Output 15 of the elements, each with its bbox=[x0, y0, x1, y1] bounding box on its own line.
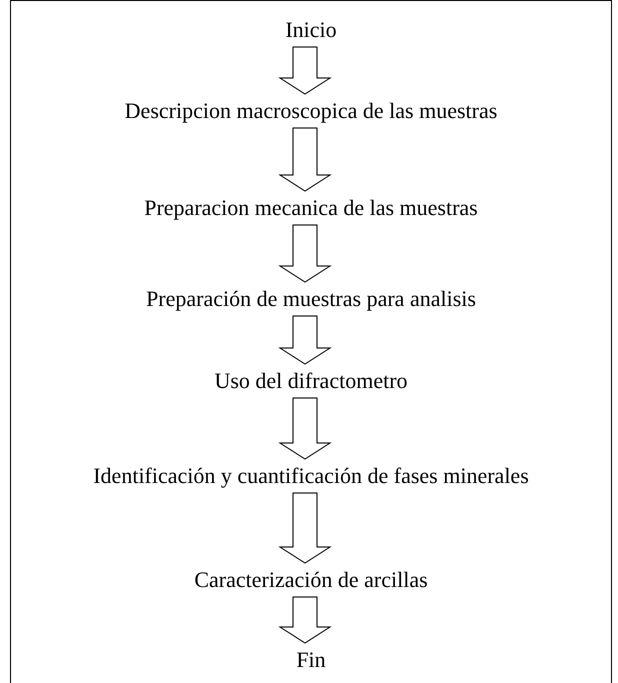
block-arrow bbox=[278, 224, 332, 283]
step-text: Preparacion mecanica de las muestras bbox=[144, 194, 478, 222]
step-text: Uso del difractometro bbox=[214, 367, 408, 395]
step-text: Fin bbox=[296, 646, 326, 674]
step-text: Inicio bbox=[285, 16, 337, 44]
block-arrow bbox=[278, 492, 332, 564]
step-text: Caracterización de arcillas bbox=[194, 566, 428, 594]
step-text: Descripcion macroscopica de las muestras bbox=[124, 97, 498, 125]
block-arrow bbox=[278, 128, 332, 192]
step-text: Preparación de muestras para analisis bbox=[146, 285, 476, 313]
block-arrow bbox=[278, 596, 332, 644]
block-arrow bbox=[278, 46, 332, 95]
block-arrow bbox=[278, 316, 332, 365]
block-arrow bbox=[278, 398, 332, 460]
step-text: Identificación y cuantificación de fases minerales bbox=[93, 462, 529, 490]
